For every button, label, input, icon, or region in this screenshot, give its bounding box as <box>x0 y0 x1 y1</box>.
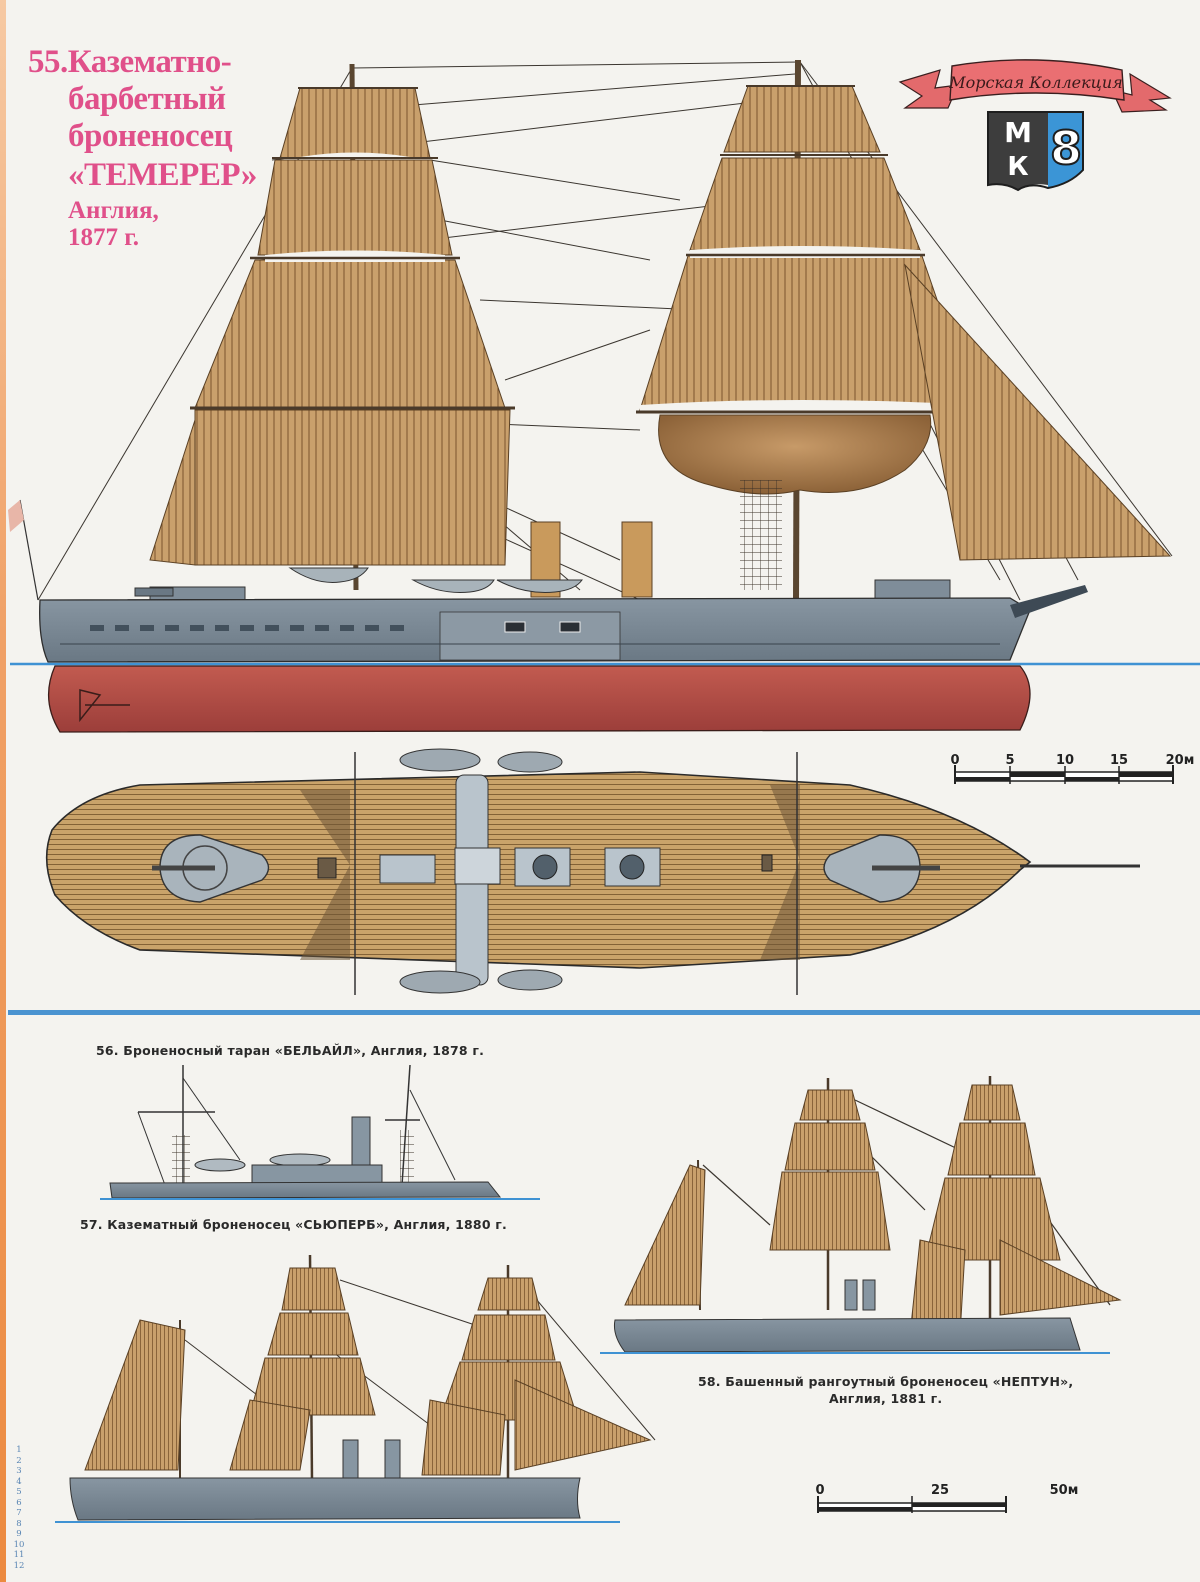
temeraire-side-view <box>8 59 1200 733</box>
title-ship-name: «ТЕМЕРЕР» <box>68 157 257 193</box>
fore-topsail <box>194 259 506 409</box>
ribbon-text: Морская Коллекция <box>948 73 1122 92</box>
caption-ship-58: 58. Башенный рангоутный броненосец «НЕПТ… <box>698 1373 1073 1407</box>
superb-mizzen-sail <box>84 1319 186 1471</box>
ratlines <box>740 480 782 590</box>
scale-bottom-tick-0: 0 <box>815 1483 824 1498</box>
temeraire-plan-view <box>45 748 1140 995</box>
main-royal-sail <box>723 85 881 153</box>
ribbon-right-tail <box>1110 72 1172 113</box>
neptune-hull <box>614 1317 1081 1353</box>
boat-2 <box>411 579 495 593</box>
gunports <box>90 625 404 631</box>
superb-hull <box>69 1477 581 1521</box>
boat-1 <box>288 567 369 583</box>
neptune-profile <box>600 1076 1122 1354</box>
issue-number: 8 <box>1050 121 1082 175</box>
ensign-flag <box>8 500 24 532</box>
scale-bar-bottom: 0 25 50м <box>815 1483 1078 1513</box>
scale-bottom-tick-50: 50м <box>1050 1483 1079 1498</box>
main-title: 55.Казематно- барбетный броненосец «ТЕМЕ… <box>28 44 257 251</box>
title-country: Англия, <box>68 197 159 224</box>
title-year: 1877 г. <box>68 224 140 251</box>
scale-bar-top: 0 5 10 15 20м <box>950 753 1194 784</box>
caption-ship-57: 57. Казематный броненосец «СЬЮПЕРБ», Анг… <box>80 1217 507 1232</box>
spanker-sail <box>904 263 1172 561</box>
scale-bottom-tick-25: 25 <box>931 1483 949 1498</box>
fore-course <box>194 409 511 566</box>
belleisle-hull <box>109 1181 502 1199</box>
shield-letter-m: М <box>1004 116 1032 149</box>
caption-ship-58-line-2: Англия, 1881 г. <box>829 1391 943 1406</box>
scale-top-tick-0: 0 <box>950 753 959 768</box>
caption-ship-56: 56. Броненосный таран «БЕЛЬАЙЛ», Англия,… <box>96 1043 485 1058</box>
furled-main-course <box>658 414 932 495</box>
shield-right <box>1048 112 1083 188</box>
scale-top-tick-5: 5 <box>1005 753 1014 768</box>
fore-topgallant-sail <box>257 159 453 256</box>
hull-below-water <box>47 665 1031 733</box>
magazine-logo: Морская Коллекция М К 8 <box>898 59 1172 192</box>
jib-sail <box>149 419 196 566</box>
shield-letter-k: К <box>1007 152 1028 182</box>
aft-barbette <box>874 579 951 601</box>
title-line-3: броненосец <box>68 118 233 154</box>
caption-ship-58-line-1: 58. Башенный рангоутный броненосец «НЕПТ… <box>698 1374 1074 1389</box>
scale-top-tick-10: 10 <box>1056 753 1074 768</box>
fore-royal-sail <box>279 87 431 159</box>
title-line-2: барбетный <box>68 81 226 117</box>
propeller <box>79 689 130 723</box>
skylight <box>379 854 436 884</box>
superb-profile <box>55 1254 656 1523</box>
shield-left <box>988 112 1048 190</box>
bowsprit <box>1010 585 1088 618</box>
boat-3 <box>496 579 583 593</box>
scale-top-tick-15: 15 <box>1110 753 1128 768</box>
belleisle-profile <box>100 1064 540 1200</box>
page-edge-strip <box>0 0 6 1582</box>
title-line-1: 55.Казематно- <box>28 44 232 80</box>
ribbon-band <box>949 59 1125 101</box>
main-topgallant-sail <box>689 157 921 251</box>
section-divider <box>8 1010 1200 1015</box>
funnel-aft <box>621 521 653 598</box>
scale-top-tick-20: 20м <box>1166 753 1195 768</box>
